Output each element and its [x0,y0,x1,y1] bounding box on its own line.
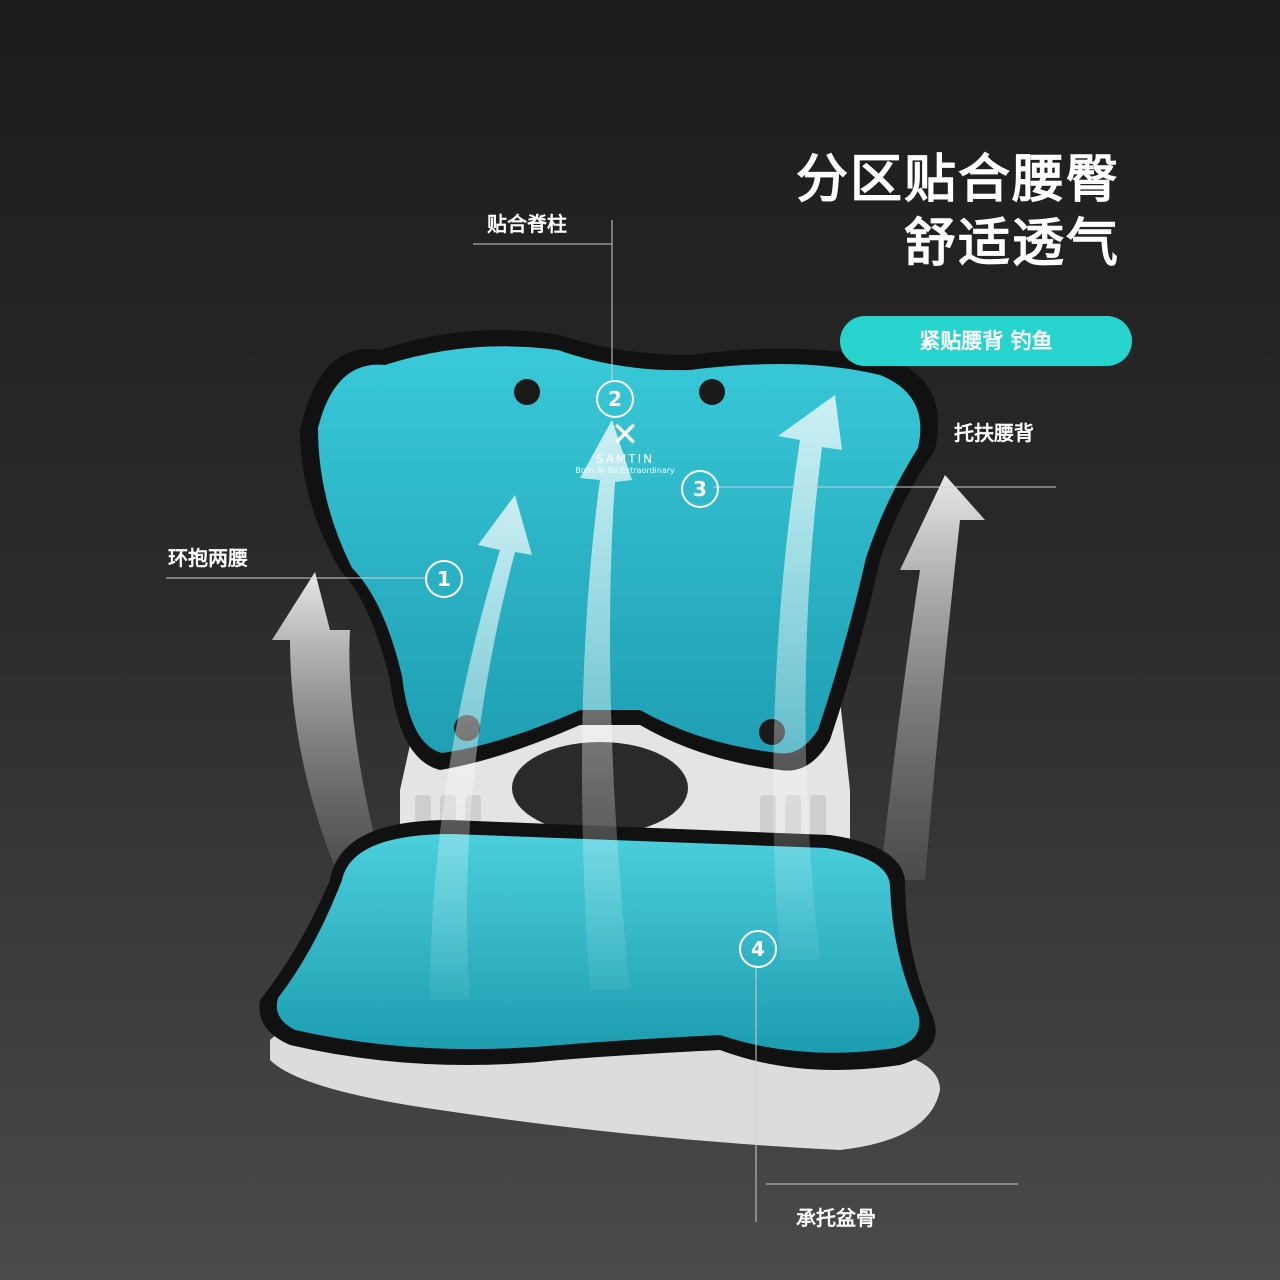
airflow-arrow-2 [580,420,632,990]
back-cushion [318,346,921,754]
label-waist: 环抱两腰 [168,546,248,570]
marker-1: 1 [425,560,463,598]
feature-pill: 紧贴腰背 钓鱼 [840,316,1132,366]
headline-line-2: 舒适透气 [903,214,1120,274]
marker-2: 2 [596,380,634,418]
left-grey-arrow [272,572,380,880]
headline-line-1: 分区贴合腰臀 [795,150,1120,210]
label-pelvis: 承托盆骨 [796,1206,876,1230]
right-grey-arrow [880,475,985,880]
label-back: 托扶腰背 [954,421,1034,445]
marker-3: 3 [681,470,719,508]
label-spine: 贴合脊柱 [487,212,567,236]
airflow-arrow-1 [430,495,532,1000]
headline: 分区贴合腰臀 舒适透气 [796,148,1120,276]
marker-4: 4 [739,930,777,968]
leader-lines [166,220,1056,1222]
brand-name: SAMTIN [595,452,655,466]
airflow-arrow-3 [773,395,842,960]
x-logo-icon: ✕ [610,415,640,455]
brand-slogan: Born To Be Extraordinary [575,466,675,475]
brand-logo: ✕ SAMTIN Born To Be Extraordinary [570,418,680,475]
